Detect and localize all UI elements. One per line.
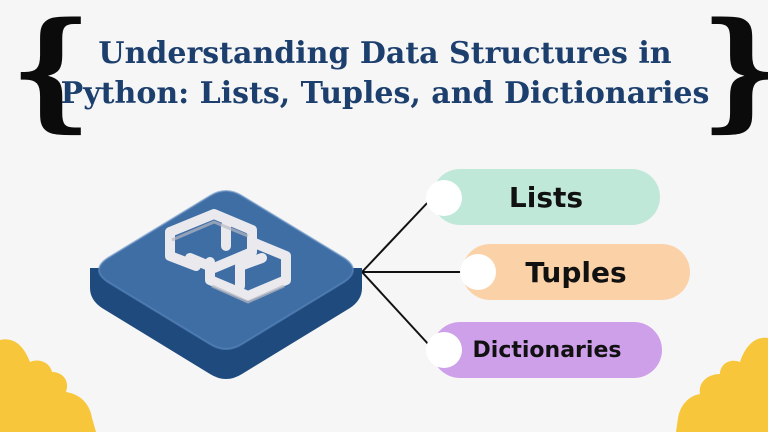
tile-top	[99, 191, 353, 349]
open-brace: {	[10, 0, 93, 145]
branch-node-dictionaries	[426, 332, 462, 368]
branch-pill-dictionaries: Dictionaries	[432, 322, 662, 378]
branch-label-lists: Lists	[508, 180, 584, 214]
python-logo-shadow	[171, 220, 285, 304]
branch-label-dictionaries: Dictionaries	[472, 337, 622, 363]
corner-decoration-left	[0, 339, 96, 432]
branch-node-lists	[426, 180, 462, 216]
branch-node-tuples	[460, 254, 496, 290]
python-logo-icon	[165, 209, 291, 301]
title-line-2: Python: Lists, Tuples, and Dictionaries	[60, 76, 710, 111]
page-title: Understanding Data Structures in Python:…	[60, 34, 710, 114]
title-line-1: Understanding Data Structures in	[98, 36, 672, 71]
branch-pill-tuples: Tuples	[462, 244, 690, 300]
branch-label-tuples: Tuples	[525, 255, 627, 289]
connector-line-dictionaries	[361, 271, 431, 347]
corner-decoration-right	[676, 337, 768, 432]
branch-pill-lists: Lists	[432, 169, 660, 225]
connector-line-lists	[361, 199, 431, 273]
python-logo-tile-icon	[90, 190, 362, 379]
close-brace: }	[700, 6, 768, 134]
